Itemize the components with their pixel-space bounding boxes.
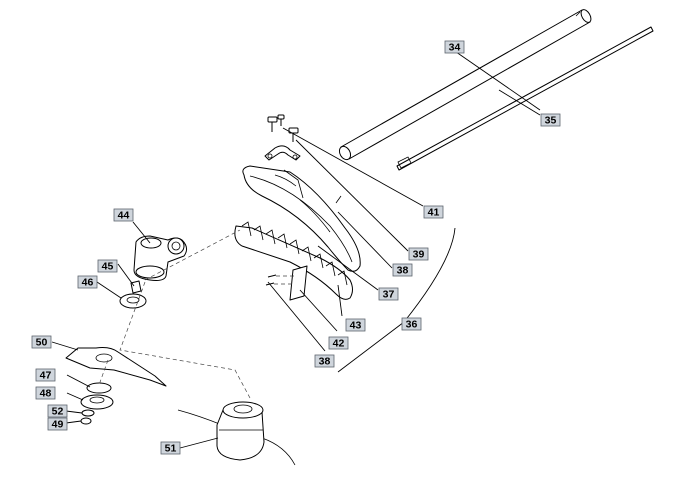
part-35-drive-shaft bbox=[396, 26, 654, 171]
part-50-blade bbox=[65, 347, 167, 387]
callout-45-text: 45 bbox=[102, 261, 114, 273]
callout-44-text: 44 bbox=[118, 210, 130, 222]
callout-47: 47 bbox=[35, 368, 56, 382]
callout-42: 42 bbox=[328, 336, 349, 350]
callout-50-text: 50 bbox=[36, 337, 48, 349]
callout-41: 41 bbox=[423, 205, 444, 219]
part-47-flange bbox=[86, 382, 112, 394]
part-45-spacer bbox=[130, 280, 142, 294]
part-34-drive-tube bbox=[338, 9, 592, 161]
callout-34: 34 bbox=[444, 40, 465, 54]
part-51-trimmer-head bbox=[177, 401, 296, 466]
callout-51: 51 bbox=[160, 441, 181, 455]
callout-52-text: 52 bbox=[52, 406, 64, 418]
callout-37-text: 37 bbox=[383, 289, 395, 301]
callout-47-text: 47 bbox=[40, 370, 52, 382]
callout-38-lower: 38 bbox=[314, 354, 335, 368]
callout-45: 45 bbox=[97, 259, 118, 273]
part-49-nut bbox=[80, 417, 92, 425]
part-48-cup bbox=[80, 394, 114, 410]
part-43-guard-lower bbox=[234, 221, 353, 300]
callout-50: 50 bbox=[31, 335, 52, 349]
part-39-clamp bbox=[264, 145, 301, 161]
callout-39-text: 39 bbox=[413, 249, 425, 261]
callout-43-text: 43 bbox=[350, 320, 362, 332]
callout-46: 46 bbox=[77, 275, 98, 289]
part-42-cutting-plate bbox=[265, 265, 308, 301]
callout-52: 52 bbox=[47, 404, 68, 418]
callout-51-text: 51 bbox=[165, 443, 177, 455]
callout-43: 43 bbox=[345, 318, 366, 332]
callout-38-upper-text: 38 bbox=[397, 265, 409, 277]
callout-46-text: 46 bbox=[82, 277, 94, 289]
callout-39: 39 bbox=[408, 247, 429, 261]
part-37-guard-upper bbox=[242, 165, 361, 272]
callout-49-text: 49 bbox=[52, 419, 64, 431]
part-52-washer bbox=[81, 409, 95, 417]
callout-38-upper: 38 bbox=[392, 263, 413, 277]
part-46-washer bbox=[119, 293, 147, 309]
callout-36: 36 bbox=[401, 317, 422, 331]
callout-35-text: 35 bbox=[545, 115, 557, 127]
callout-41-text: 41 bbox=[428, 207, 440, 219]
callout-38-lower-text: 38 bbox=[319, 356, 331, 368]
callout-48: 48 bbox=[35, 386, 56, 400]
callout-34-text: 34 bbox=[449, 42, 461, 54]
callout-37: 37 bbox=[378, 287, 399, 301]
part-41-screws bbox=[267, 114, 299, 142]
leader-lines bbox=[51, 44, 541, 449]
callout-42-text: 42 bbox=[333, 338, 345, 350]
callout-36-text: 36 bbox=[406, 319, 418, 331]
callout-49: 49 bbox=[47, 417, 68, 431]
callout-35: 35 bbox=[540, 113, 561, 127]
part-44-gearhead bbox=[133, 235, 188, 281]
callout-48-text: 48 bbox=[40, 388, 52, 400]
assembly-guides bbox=[98, 229, 251, 399]
callout-44: 44 bbox=[113, 208, 134, 222]
